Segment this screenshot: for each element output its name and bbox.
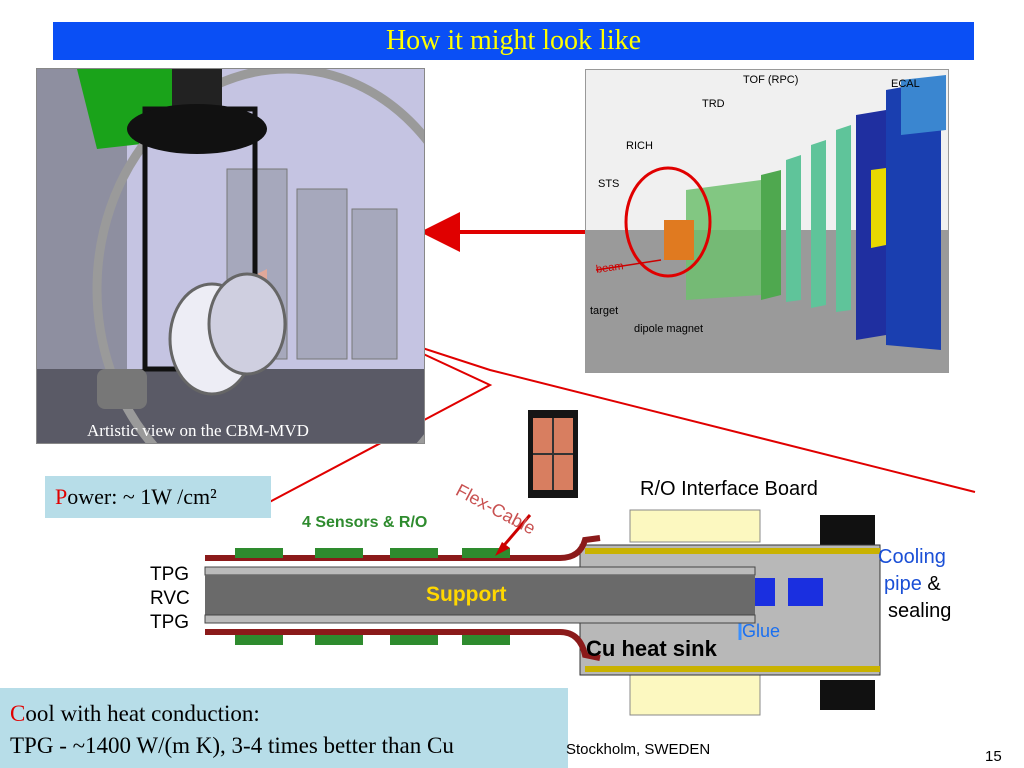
cool-text: ool with heat conduction: xyxy=(25,701,260,726)
label-sts: STS xyxy=(598,178,620,190)
label-sensors: 4 Sensors & R/O xyxy=(302,514,428,531)
mvd-artistic-image: Artistic view on the CBM-MVD xyxy=(36,68,425,444)
label-tpg-top: TPG xyxy=(150,564,190,585)
label-rich: RICH xyxy=(626,140,653,152)
label-dipole-magnet: dipole magnet xyxy=(634,323,704,335)
slide-title: How it might look like xyxy=(53,22,974,60)
power-initial: P xyxy=(55,484,68,509)
label-heat-sink: Cu heat sink xyxy=(586,636,717,661)
page-number: 15 xyxy=(985,748,1002,765)
label-trd: TRD xyxy=(702,98,725,110)
label-target: target xyxy=(590,305,619,317)
label-ro-interface-board: R/O Interface Board xyxy=(640,478,818,500)
cool-line-2: TPG - ~1400 W/(m K), 3-4 times better th… xyxy=(10,733,454,758)
mvd-illustration xyxy=(37,69,424,443)
label-rvc: RVC xyxy=(150,588,190,609)
sensor-chip-image xyxy=(528,410,578,498)
cooling-note: Cool with heat conduction: TPG - ~1400 W… xyxy=(0,688,568,768)
power-note: Power: ~ 1W /cm² xyxy=(45,476,271,518)
label-cooling: Cooling xyxy=(878,546,946,568)
label-amp: & xyxy=(927,573,941,595)
label-support: Support xyxy=(426,583,507,606)
footer-location: Stockholm, SWEDEN xyxy=(566,741,711,758)
label-tof: TOF (RPC) xyxy=(743,74,799,86)
diagram-shapes xyxy=(204,509,881,716)
cross-section-diagram: R/O Interface Board Flex-Cable 4 Sensors… xyxy=(140,470,980,740)
label-pipe: pipe xyxy=(884,573,922,595)
mvd-caption: Artistic view on the CBM-MVD xyxy=(87,421,309,440)
cbm-illustration xyxy=(586,70,948,372)
power-text: ower: ~ 1W /cm² xyxy=(67,484,217,509)
cool-line-1: Cool with heat conduction: xyxy=(10,698,568,730)
label-sealing: sealing xyxy=(888,600,952,622)
cool-initial: C xyxy=(10,701,26,726)
cbm-detector-image: TOF (RPC) ECAL TRD RICH STS beam target … xyxy=(585,69,949,373)
chip-illustration xyxy=(528,410,578,498)
label-ecal: ECAL xyxy=(891,78,920,90)
label-pipe-line: pipe & xyxy=(884,573,941,596)
label-tpg-bottom: TPG xyxy=(150,612,190,633)
label-glue: Glue xyxy=(742,621,781,641)
